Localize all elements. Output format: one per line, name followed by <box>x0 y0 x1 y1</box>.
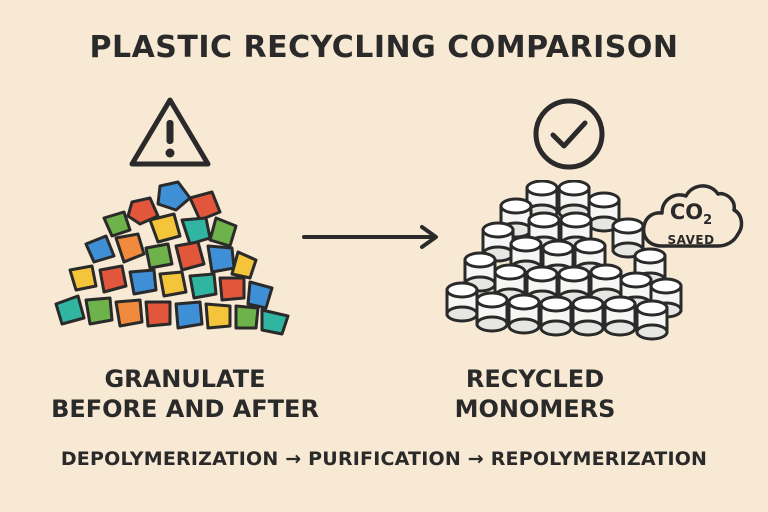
monomers-label-line2: MONOMERS <box>454 395 616 423</box>
co2-label: CO2 <box>669 200 713 229</box>
warning-icon <box>129 97 211 167</box>
process-arrow <box>302 225 438 249</box>
checkmark-icon <box>533 98 605 170</box>
monomers-label: RECYCLED MONOMERS <box>420 364 650 424</box>
process-steps: DEPOLYMERIZATION → PURIFICATION → REPOLY… <box>60 448 708 470</box>
cloud-icon <box>641 184 744 248</box>
granulate-label: GRANULATE BEFORE AND AFTER <box>30 364 340 424</box>
page-title: PLASTIC RECYCLING COMPARISON <box>89 30 679 65</box>
granulate-label-line1: GRANULATE <box>104 365 266 393</box>
saved-label: SAVED <box>667 233 715 247</box>
plastic-granulate-pile <box>54 180 290 336</box>
monomers-label-line1: RECYCLED <box>465 365 605 393</box>
granulate-label-line2: BEFORE AND AFTER <box>51 395 319 423</box>
